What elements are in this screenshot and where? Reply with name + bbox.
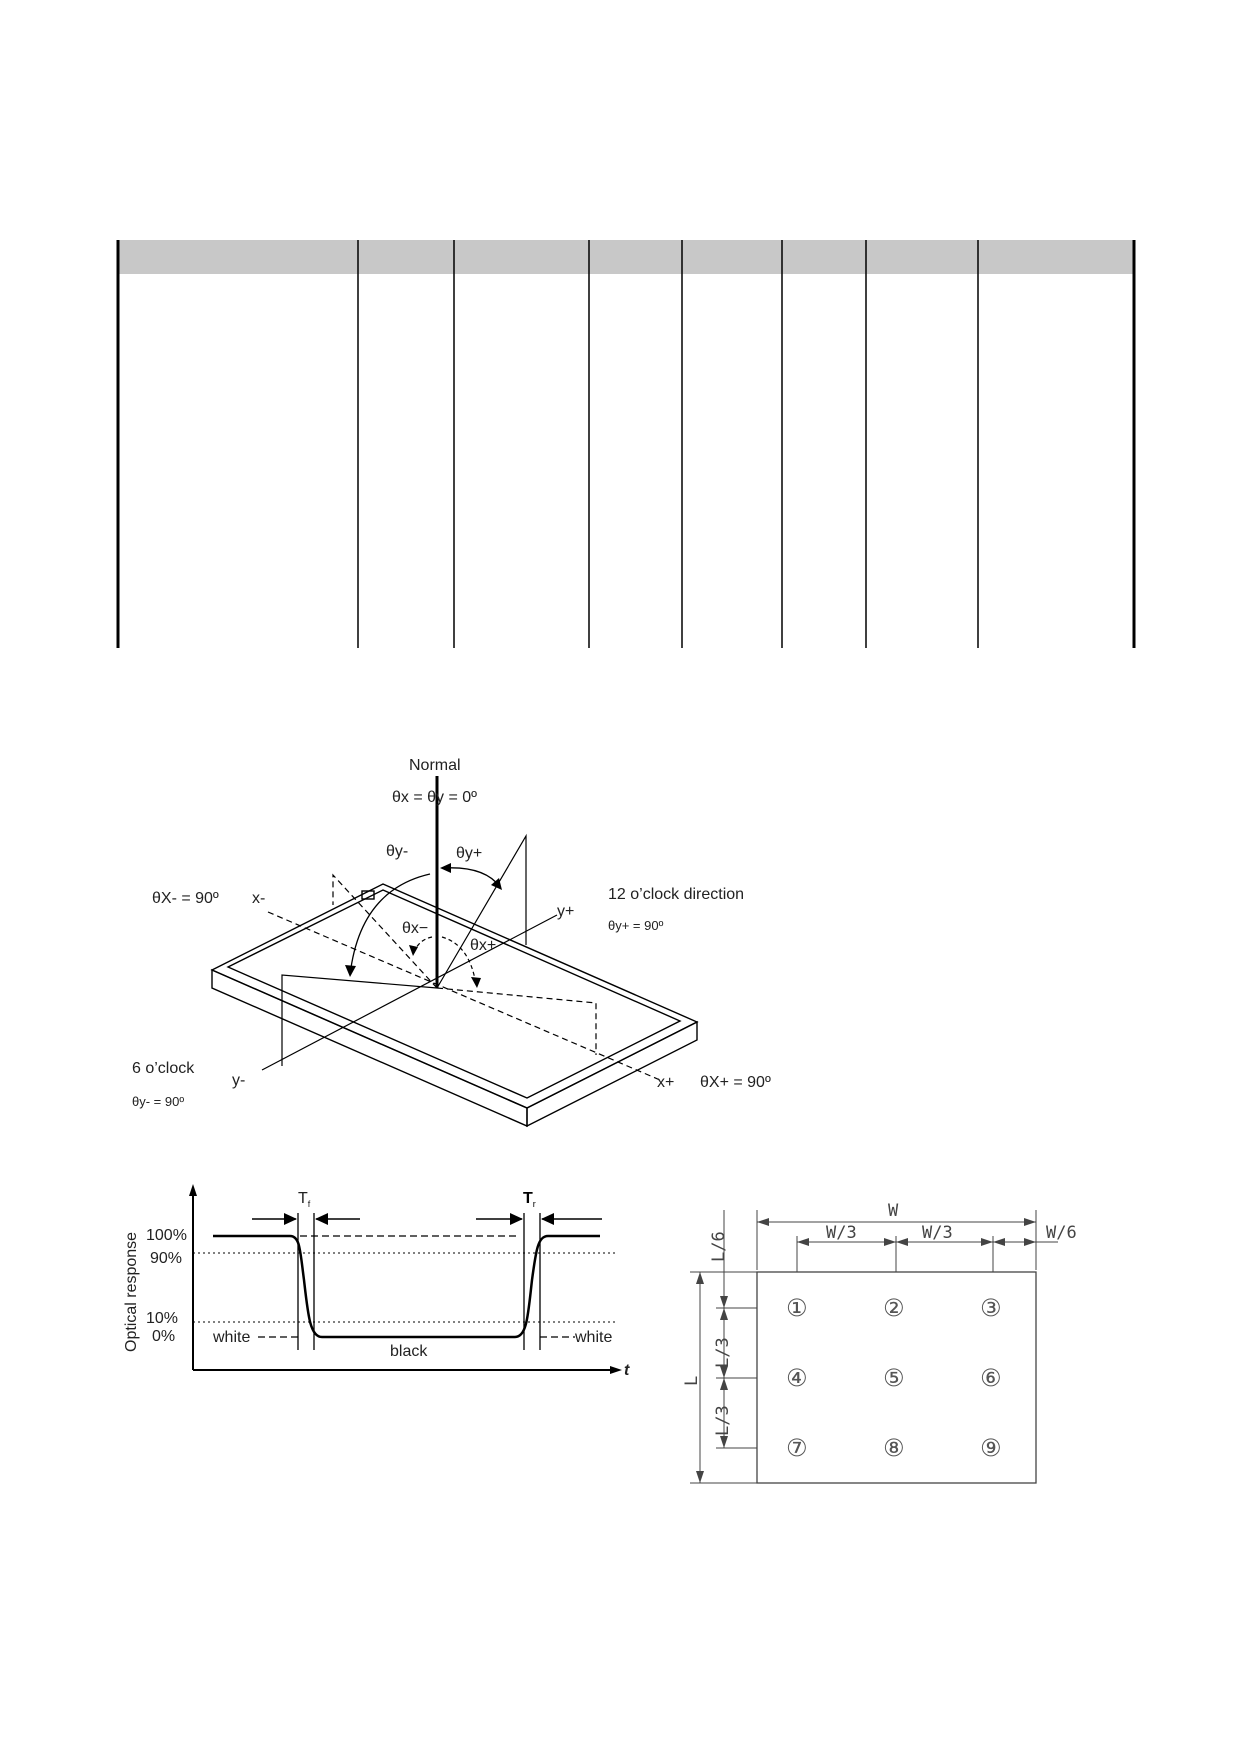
measurement-point-8: ⑧ xyxy=(883,1434,905,1462)
arrowhead xyxy=(884,1238,896,1246)
viewing-angle-diagram: Normal θx = θy = 0º θy- θy+ θX- = 90º x-… xyxy=(132,757,771,1128)
measurement-point-6: ⑥ xyxy=(980,1364,1002,1392)
l-label: L xyxy=(682,1376,702,1386)
w3-label-left: W/3 xyxy=(826,1223,857,1243)
y-plus-label: y+ xyxy=(557,903,574,920)
theta-x-minus-90-label: θX- = 90º xyxy=(152,890,219,907)
arrowhead xyxy=(696,1471,704,1483)
arrowhead xyxy=(315,1213,328,1225)
measurement-points-diagram: W W/3 W/3 W/6 L/6 L/3 L/3 L ① ② ③ ④ ⑤ ⑥ … xyxy=(682,1201,1077,1484)
x-axis-arrow xyxy=(610,1366,622,1374)
theta-x-minus-label: θx− xyxy=(402,920,428,937)
theta-x-minus-arc xyxy=(413,936,433,954)
y-minus-label: y- xyxy=(232,1072,245,1089)
x-plus-plane xyxy=(436,987,597,1055)
spec-table xyxy=(116,240,1136,648)
normal-equation: θx = θy = 0º xyxy=(392,789,477,806)
theta-x-plus-90-label: θX+ = 90º xyxy=(700,1074,771,1091)
measurement-point-2: ② xyxy=(883,1294,905,1322)
arrowhead xyxy=(720,1296,728,1308)
twelve-oclock-label: 12 o’clock direction xyxy=(608,886,744,903)
measurement-point-9: ⑨ xyxy=(980,1434,1002,1462)
w3-label-right: W/3 xyxy=(922,1223,953,1243)
measurement-point-4: ④ xyxy=(786,1364,808,1392)
measurement-point-3: ③ xyxy=(980,1294,1002,1322)
arrowhead xyxy=(345,965,356,977)
normal-label: Normal xyxy=(409,757,461,774)
y-90-label: 90% xyxy=(150,1250,182,1267)
response-time-diagram: Tf Tr 100% 90% 10% 0% white white black … xyxy=(123,1184,630,1379)
y-axis-label: Optical response xyxy=(123,1232,140,1352)
arrowhead xyxy=(491,878,502,890)
y-minus-plane xyxy=(281,974,438,1066)
x-plus-label: x+ xyxy=(657,1074,674,1091)
arrowhead xyxy=(720,1366,728,1378)
arrowhead xyxy=(471,977,481,988)
table-header-row xyxy=(118,240,1134,274)
white-right-label: white xyxy=(574,1329,612,1346)
arrowhead xyxy=(720,1378,728,1390)
black-label: black xyxy=(390,1343,428,1360)
arrowhead xyxy=(993,1238,1005,1246)
arrowhead xyxy=(1024,1238,1036,1246)
arrowhead xyxy=(409,945,418,956)
response-curve xyxy=(213,1234,600,1339)
theta-y-plus-label: θy+ xyxy=(456,845,482,862)
panel-inner-border xyxy=(226,889,682,1099)
y-plus-plane xyxy=(436,833,527,989)
w-label: W xyxy=(888,1201,899,1221)
arrowhead xyxy=(1024,1218,1036,1226)
l3-label-bottom: L/3 xyxy=(713,1405,733,1436)
theta-y-minus-arc xyxy=(349,873,431,976)
measurement-point-5: ⑤ xyxy=(883,1364,905,1392)
t-axis-label: t xyxy=(624,1362,630,1379)
arrowhead xyxy=(797,1238,809,1246)
six-oclock-label: 6 o’clock xyxy=(132,1060,195,1077)
theta-y-minus-90-label: θy- = 90º xyxy=(132,1094,184,1109)
tf-label: Tf xyxy=(298,1190,311,1209)
arrowhead xyxy=(510,1213,523,1225)
white-left-label: white xyxy=(212,1329,250,1346)
theta-y-minus-label: θy- xyxy=(386,843,408,860)
arrowhead xyxy=(757,1218,769,1226)
y-10-label: 10% xyxy=(146,1310,178,1327)
theta-x-plus-arc xyxy=(441,936,477,986)
corner-mark xyxy=(361,890,375,900)
arrowhead xyxy=(720,1436,728,1448)
y-axis-arrow xyxy=(189,1184,197,1196)
theta-y-plus-arc xyxy=(443,867,501,888)
arrowhead xyxy=(720,1308,728,1320)
x-axis xyxy=(267,911,661,1081)
panel-front-face xyxy=(211,968,528,1128)
arrowhead xyxy=(896,1238,908,1246)
x-minus-plane xyxy=(332,873,438,989)
measurement-point-7: ⑦ xyxy=(786,1434,808,1462)
arrowhead xyxy=(284,1213,297,1225)
l3-label-top: L/3 xyxy=(713,1337,733,1368)
arrowhead xyxy=(981,1238,993,1246)
theta-x-plus-label: θx+ xyxy=(470,937,496,954)
x-minus-label: x- xyxy=(252,890,265,907)
arrowhead xyxy=(696,1272,704,1284)
l6-label: L/6 xyxy=(709,1231,729,1262)
measurement-point-1: ① xyxy=(786,1294,808,1322)
theta-y-plus-90-label: θy+ = 90º xyxy=(608,918,664,933)
panel-side-face xyxy=(526,1020,698,1128)
tr-label: Tr xyxy=(523,1190,536,1209)
y-100-label: 100% xyxy=(146,1227,187,1244)
y-axis xyxy=(261,914,558,1071)
arrowhead xyxy=(541,1213,554,1225)
y-0-label: 0% xyxy=(152,1328,175,1345)
w6-label: W/6 xyxy=(1046,1223,1077,1243)
arrowhead xyxy=(440,863,451,873)
